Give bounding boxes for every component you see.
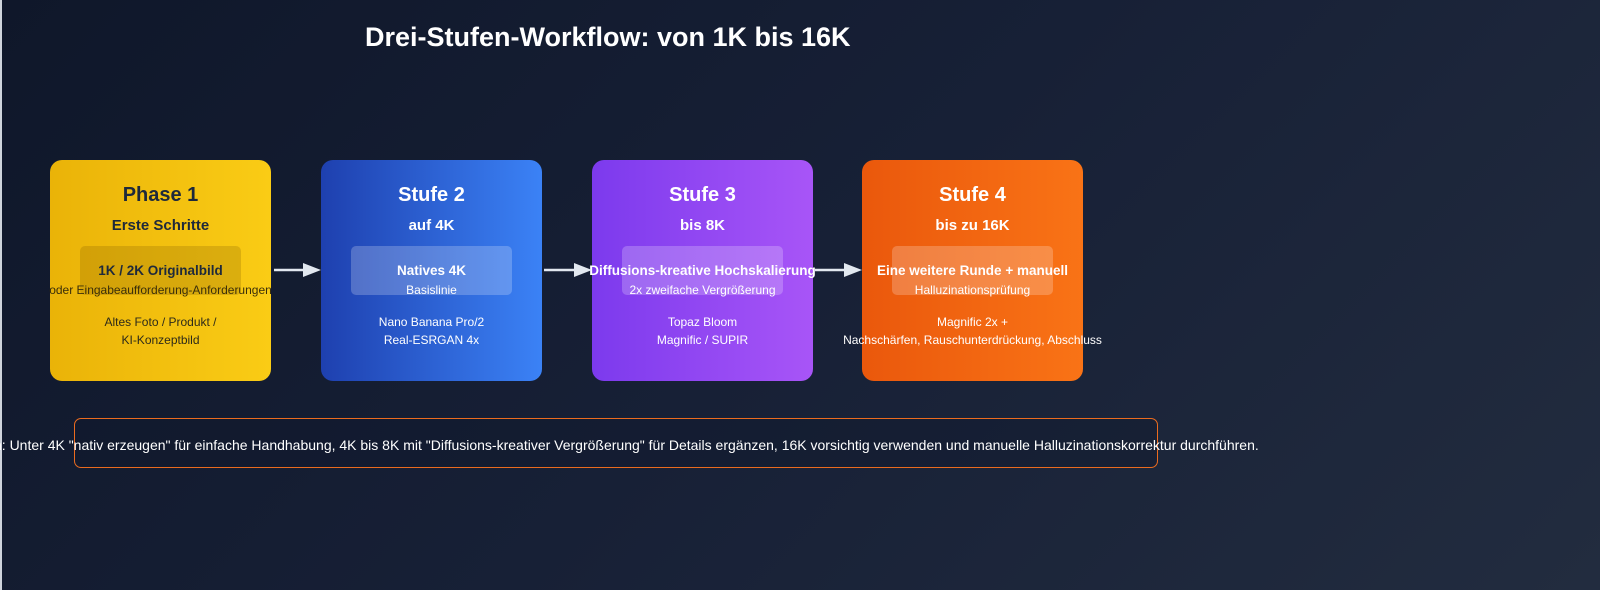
badge-sub-label: Halluzinationsprüfung <box>914 283 1031 297</box>
badge-sub-label: Basislinie <box>406 283 457 297</box>
card-description-line-2: Real-ESRGAN 4x <box>383 333 480 347</box>
badge-main-label: 1K / 2K Originalbild <box>98 263 223 278</box>
badge-main-label: Diffusions-kreative Hochskalierung <box>589 263 816 278</box>
stage-4-card: Stufe 4 bis zu 16K Eine weitere Runde + … <box>843 160 1102 381</box>
phase-1-card: Phase 1 Erste Schritte 1K / 2K Originalb… <box>49 160 272 381</box>
card-subtitle: auf 4K <box>408 217 455 234</box>
window-left-edge <box>0 0 2 590</box>
card-description-line-1: Topaz Bloom <box>667 315 738 329</box>
badge-main-label: Natives 4K <box>396 263 467 278</box>
card-badge <box>622 246 783 295</box>
card-title: Stufe 4 <box>939 184 1006 206</box>
card-subtitle: bis zu 16K <box>935 217 1010 234</box>
card-badge <box>351 246 512 295</box>
summary-note-box <box>74 418 1158 468</box>
card-description-line-2: Nachschärfen, Rauschunterdrückung, Absch… <box>843 333 1102 347</box>
diagram-title: Drei-Stufen-Workflow: von 1K bis 16K <box>365 22 851 52</box>
card-description-line-1: Magnific 2x + <box>936 315 1009 329</box>
badge-main-label: Eine weitere Runde + manuell <box>877 263 1068 278</box>
card-title: Phase 1 <box>122 184 199 206</box>
card-subtitle: Erste Schritte <box>111 217 210 234</box>
badge-sub-label: 2x zweifache Vergrößerung <box>629 283 776 297</box>
card-description-line-1: Nano Banana Pro/2 <box>378 315 485 329</box>
stage-3-card: Stufe 3 bis 8K Diffusions-kreative Hochs… <box>589 160 816 381</box>
card-subtitle: bis 8K <box>679 217 725 234</box>
card-description-line-2: Magnific / SUPIR <box>656 333 749 347</box>
card-description-line-2: KI-Konzeptbild <box>121 333 200 347</box>
card-description-line-1: Altes Foto / Produkt / <box>104 315 217 329</box>
card-badge <box>892 246 1053 295</box>
summary-note-text: n: Unter 4K "nativ erzeugen" für einfach… <box>0 437 1259 453</box>
arrow-stage3-to-stage4 <box>815 263 862 277</box>
arrow-stage2-to-stage3 <box>544 263 592 277</box>
card-title: Stufe 3 <box>669 184 736 206</box>
arrow-phase1-to-stage2 <box>274 263 321 277</box>
badge-sub-label: oder Eingabeaufforderung-Anforderungen <box>49 283 272 297</box>
card-badge <box>80 246 241 295</box>
card-title: Stufe 2 <box>398 184 465 206</box>
stage-2-card: Stufe 2 auf 4K Natives 4K Basislinie Nan… <box>321 160 542 381</box>
